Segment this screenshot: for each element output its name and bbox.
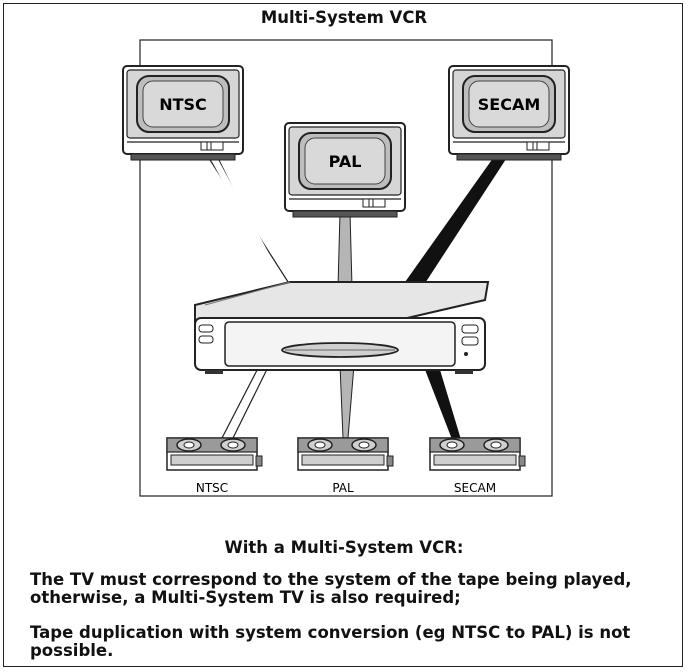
- note-tape-duplication: Tape duplication with system conversion …: [30, 623, 631, 660]
- tv-secam-label: SECAM: [478, 95, 541, 114]
- tape-ntsc: NTSC: [166, 437, 263, 495]
- tv-ntsc: NTSC: [122, 65, 244, 161]
- tv-pal-label: PAL: [329, 152, 362, 171]
- tape-secam-label: SECAM: [454, 481, 496, 495]
- inner-box: [139, 39, 553, 497]
- note-tv-correspondence: The TV must correspond to the system of …: [30, 570, 632, 607]
- tape-pal: PAL: [297, 437, 394, 495]
- outer-frame: [3, 3, 683, 667]
- diagram-title: Multi-System VCR: [260, 8, 428, 27]
- tape-secam: SECAM: [429, 437, 526, 495]
- vcr-unit: [194, 281, 490, 374]
- tape-pal-label: PAL: [332, 481, 354, 495]
- tv-ntsc-label: NTSC: [159, 95, 207, 114]
- tape-ntsc-label: NTSC: [196, 481, 228, 495]
- caption-heading: With a Multi-System VCR:: [224, 538, 464, 557]
- tv-pal: PAL: [284, 122, 406, 218]
- tv-secam: SECAM: [448, 65, 570, 161]
- tv-connections: [204, 151, 511, 291]
